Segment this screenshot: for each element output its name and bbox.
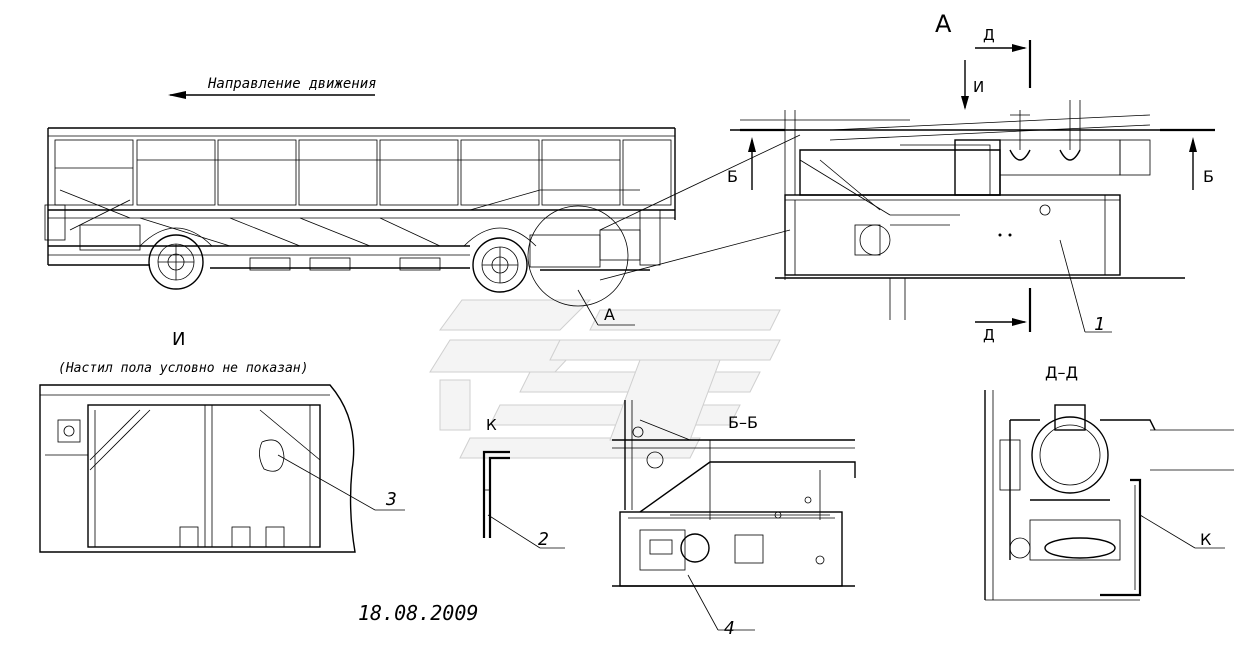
view-a-drawing — [730, 40, 1215, 333]
watermark — [429, 299, 781, 459]
section-d-bottom-label: Д — [983, 326, 995, 344]
direction-arrow — [168, 91, 375, 99]
section-bb-title: Б–Б — [728, 413, 758, 432]
callout-1: 1 — [1094, 314, 1105, 335]
direction-label: Направление движения — [207, 76, 377, 92]
view-i-drawing — [39, 384, 405, 553]
section-bb-drawing — [612, 400, 856, 631]
view-i-note: (Настил пола условно не показан) — [58, 361, 308, 376]
detail-k-drawing — [482, 450, 565, 549]
section-b-left-label: Б — [727, 167, 738, 186]
callout-4: 4 — [724, 618, 735, 639]
view-a-title: А — [935, 10, 952, 38]
view-i-arrow-label: И — [973, 78, 984, 96]
date-stamp: 18.08.2009 — [358, 601, 478, 625]
callout-2: 2 — [538, 529, 549, 550]
section-dd-drawing — [984, 390, 1234, 601]
callout-3: 3 — [385, 489, 397, 510]
detail-k-right-label: К — [1200, 530, 1212, 549]
section-d-top-label: Д — [983, 26, 995, 44]
detail-k-left-label: К — [486, 416, 497, 434]
section-b-right-label: Б — [1203, 167, 1214, 186]
section-dd-title: Д–Д — [1045, 363, 1078, 382]
view-a-callout: А — [604, 305, 615, 324]
bus-side-view — [44, 127, 676, 326]
view-i-title: И — [172, 329, 185, 350]
